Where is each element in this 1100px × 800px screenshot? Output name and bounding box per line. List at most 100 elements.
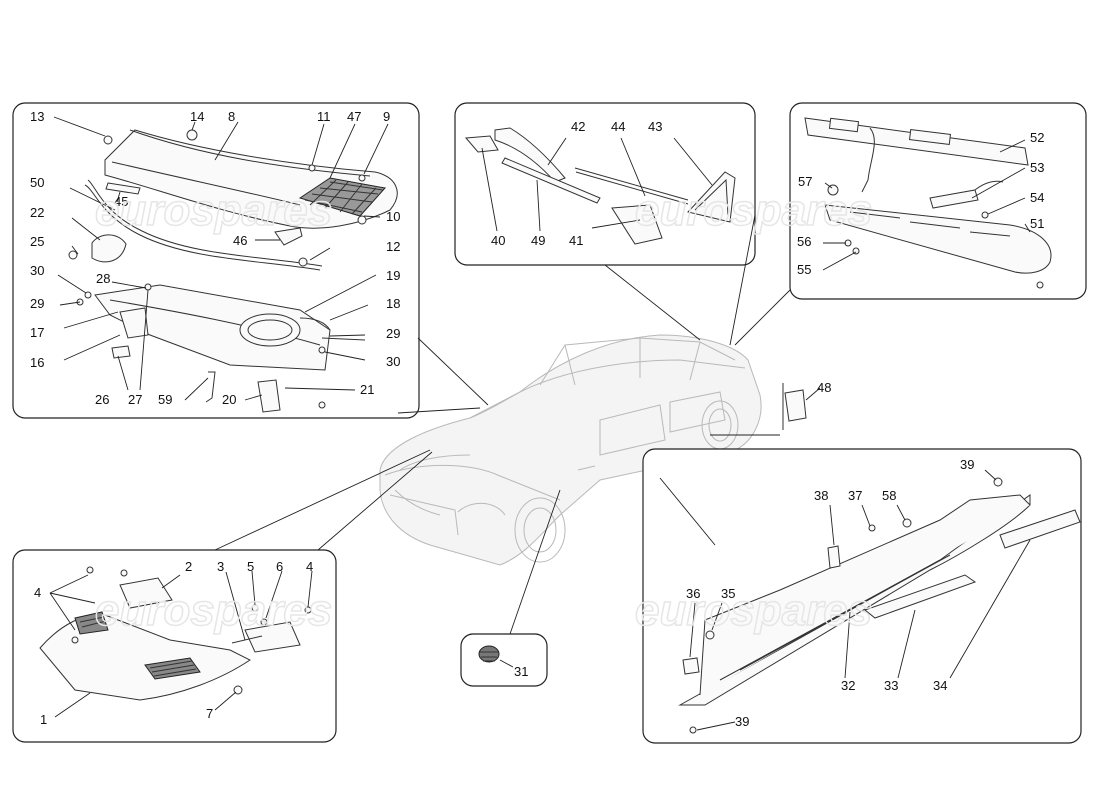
callout-58: 58 <box>882 488 896 503</box>
part-59-pipe <box>205 371 216 403</box>
callout-57: 57 <box>798 174 812 189</box>
part-19-duct <box>239 313 301 347</box>
callout-20: 20 <box>222 392 236 407</box>
callout-32: 32 <box>841 678 855 693</box>
part-45-strip <box>105 182 141 195</box>
watermark-2: eurospares <box>635 186 872 235</box>
panel-trunk-trim: 52 53 57 54 56 51 55 <box>789 102 1087 300</box>
callout-38: 38 <box>814 488 828 503</box>
panel-pillar-trims: 42 44 43 40 49 41 <box>454 102 756 266</box>
callout-14: 14 <box>190 109 204 124</box>
part-52-panel <box>804 117 1029 166</box>
callout-17: 17 <box>30 325 44 340</box>
callout-18: 18 <box>386 296 400 311</box>
part-53-light <box>929 189 979 209</box>
watermark-4: eurospares <box>635 586 872 635</box>
callout-11: 11 <box>317 109 331 124</box>
part-36-clip <box>682 657 700 675</box>
callout-3: 3 <box>217 559 224 574</box>
part-44-strip <box>574 167 689 201</box>
callout-36: 36 <box>686 586 700 601</box>
watermark-1: eurospares <box>95 186 332 235</box>
part-50-seal <box>84 184 321 271</box>
callout-6: 6 <box>276 559 283 574</box>
part-2-panel <box>119 577 173 609</box>
callout-9: 9 <box>383 109 390 124</box>
panel-connectors <box>214 214 791 635</box>
callout-59: 59 <box>158 392 172 407</box>
callout-7: 7 <box>206 706 213 721</box>
part-33-plate <box>863 574 977 619</box>
callout-50: 50 <box>30 175 44 190</box>
callout-44: 44 <box>611 119 625 134</box>
panel-underbody: 4 2 3 5 6 4 1 7 <box>12 549 337 743</box>
callout-27: 27 <box>128 392 142 407</box>
callout-48: 48 <box>817 380 831 395</box>
part-18-rod <box>299 317 331 331</box>
callout-8: 8 <box>228 109 235 124</box>
part-51-trim <box>824 204 1052 274</box>
callout-29b: 29 <box>386 326 400 341</box>
callout-4b: 4 <box>306 559 313 574</box>
part-1-shield <box>39 614 251 701</box>
panel-cowl: 13 14 8 11 47 9 50 45 10 22 46 12 25 30 … <box>12 102 420 419</box>
callout-30b: 30 <box>386 354 400 369</box>
callout-29a: 29 <box>30 296 44 311</box>
callout-4a: 4 <box>34 585 41 600</box>
callout-47: 47 <box>347 109 361 124</box>
part-40-bracket <box>464 135 499 153</box>
callout-28: 28 <box>96 271 110 286</box>
callout-13: 13 <box>30 109 44 124</box>
callout-39b: 39 <box>735 714 749 729</box>
callout-34: 34 <box>933 678 947 693</box>
part-43-triangle <box>687 171 736 223</box>
callout-46: 46 <box>233 233 247 248</box>
panel-grommet: 31 <box>460 633 548 687</box>
part-26-clip <box>111 345 131 359</box>
callout-53: 53 <box>1030 160 1044 175</box>
callout-10: 10 <box>386 209 400 224</box>
watermark-layer: eurospares eurospares eurospares eurospa… <box>94 185 873 636</box>
part-38-clip <box>827 545 841 569</box>
callout-30a: 30 <box>30 263 44 278</box>
part-22-filter <box>91 234 127 263</box>
callout-31: 31 <box>514 664 528 679</box>
callout-2: 2 <box>185 559 192 574</box>
part-47-grille <box>298 177 386 217</box>
callout-40: 40 <box>491 233 505 248</box>
callout-45: 45 <box>114 194 128 209</box>
callout-54: 54 <box>1030 190 1044 205</box>
part-20-drain <box>257 379 281 413</box>
callout-37: 37 <box>848 488 862 503</box>
callout-56: 56 <box>797 234 811 249</box>
part-42-trim <box>494 127 566 183</box>
callout-33: 33 <box>884 678 898 693</box>
callout-49: 49 <box>531 233 545 248</box>
part-48-group: 48 <box>782 380 831 430</box>
watermark-3: eurospares <box>95 586 332 635</box>
part-34-plate <box>999 509 1081 549</box>
part-48-pad <box>784 389 807 422</box>
part-46-bracket <box>274 227 303 246</box>
callout-51: 51 <box>1030 216 1044 231</box>
callout-1: 1 <box>40 712 47 727</box>
part-17-box <box>119 307 149 339</box>
callout-5: 5 <box>247 559 254 574</box>
callout-16: 16 <box>30 355 44 370</box>
part-49-strip <box>501 157 601 204</box>
callout-19: 19 <box>386 268 400 283</box>
part-3-panel <box>244 621 301 653</box>
callout-22: 22 <box>30 205 44 220</box>
callout-21: 21 <box>360 382 374 397</box>
callout-12: 12 <box>386 239 400 254</box>
callout-43: 43 <box>648 119 662 134</box>
callout-55: 55 <box>797 262 811 277</box>
callout-35: 35 <box>721 586 735 601</box>
part-31-grommet <box>478 645 500 663</box>
callout-52: 52 <box>1030 130 1044 145</box>
panel-sill-trims: 38 37 58 39 36 35 32 33 34 39 <box>642 448 1082 744</box>
callout-26: 26 <box>95 392 109 407</box>
callout-42: 42 <box>571 119 585 134</box>
callout-41: 41 <box>569 233 583 248</box>
